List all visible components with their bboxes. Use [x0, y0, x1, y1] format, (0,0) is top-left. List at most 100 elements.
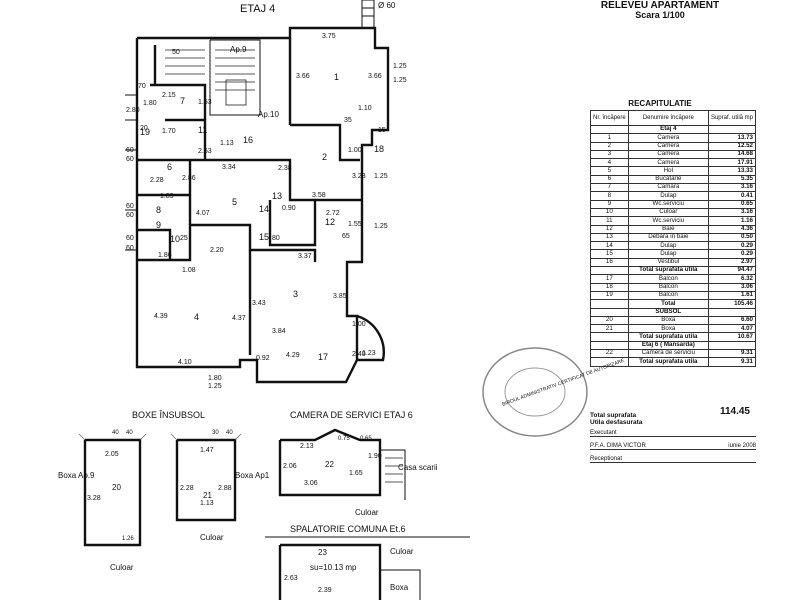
label: 18 [590, 282, 629, 292]
label: 1.13 [220, 140, 234, 147]
table-row: Etaj 6 ( Mansarda) [590, 340, 757, 351]
label: 10 [590, 207, 629, 218]
label: 60 [126, 156, 134, 163]
room-number: 9 [156, 220, 161, 230]
label: 5.35 [707, 174, 757, 185]
label: 0.92 [256, 355, 270, 362]
label: Bucatarie [627, 174, 709, 185]
label: 1.26 [122, 536, 134, 542]
room-number: 7 [180, 96, 185, 106]
label: 4.29 [286, 352, 300, 359]
label: 1.70 [162, 128, 176, 135]
ap9-label: Ap.9 [230, 45, 247, 54]
label: 19 [590, 290, 629, 301]
label: 4.39 [154, 313, 168, 320]
room-number: 5 [232, 197, 237, 207]
label: 22 [590, 348, 629, 359]
room-number: 12 [325, 217, 335, 227]
label: 3.75 [322, 33, 336, 40]
label: 2.15 [162, 92, 176, 99]
label: 1.00 [352, 321, 366, 328]
col-nr: Nr. încăpere [590, 110, 629, 126]
label: 2.39 [318, 587, 332, 594]
label: 0.90 [282, 205, 296, 212]
label: 1.86 [158, 252, 172, 259]
label: 21 [590, 324, 629, 334]
label: 4.10 [178, 359, 192, 366]
label: 23 [318, 548, 327, 557]
label: 2.40 [352, 351, 366, 358]
label: 2.63 [198, 148, 212, 155]
label: 105.46 [707, 299, 757, 309]
table-header-row: Nr. încăpere Denumire încăpere Supraf. u… [590, 110, 757, 126]
label: 21 [203, 491, 212, 500]
table-row: SUBSOL [590, 307, 757, 317]
label: 0.65 [707, 199, 757, 209]
label: Dulap [627, 191, 709, 201]
label: Wc.serviciu [627, 199, 709, 209]
label: 1.89 [160, 193, 174, 200]
label: 12.52 [707, 141, 757, 151]
label: 80 [272, 235, 280, 242]
label: iunie 2008 [728, 443, 756, 449]
room-number: 6 [167, 162, 172, 172]
floor-title: ETAJ 4 [240, 3, 275, 15]
label: Boxa [627, 315, 709, 326]
label: 10.67 [707, 332, 757, 342]
label: Boxa [627, 324, 709, 334]
label: 2.63 [284, 575, 298, 582]
recap-title: RECAPITULATIE [628, 99, 692, 108]
label: 5 [590, 166, 629, 176]
room-number: 8 [156, 205, 161, 215]
camera-title: CAMERA DE SERVICI ETAJ 6 [290, 410, 413, 420]
room-number: 3 [293, 289, 298, 299]
label: 2.20 [210, 247, 224, 254]
room-number: 16 [243, 135, 253, 145]
label: Culoar [200, 533, 224, 542]
label: 2.28 [150, 177, 164, 184]
col-area: Supraf. utilă mp [707, 110, 757, 126]
basement-boxes [78, 433, 242, 547]
label: Total [627, 299, 709, 309]
label: 1.25 [393, 77, 407, 84]
label: 17.91 [707, 158, 757, 168]
label: su=10.13 mp [310, 563, 357, 572]
label: 35 [344, 117, 352, 124]
label: 2.06 [283, 463, 297, 470]
document-scale: Scara 1/100 [635, 10, 685, 20]
label: 8 [590, 191, 629, 201]
label: 3.84 [272, 328, 286, 335]
label: 0.29 [707, 241, 757, 251]
label: 22 [325, 460, 334, 469]
label: Total suprafata utila [627, 266, 709, 276]
label: 3.43 [252, 300, 266, 307]
label: 40 [112, 430, 119, 436]
document-title: RELEVEU APARTAMENT [600, 0, 720, 11]
label: 3.66 [296, 73, 310, 80]
label: Camara [627, 183, 709, 193]
label: Camera [627, 133, 709, 143]
label: 0.41 [707, 191, 757, 201]
label: 0.50 [707, 232, 757, 243]
label: Culoar [110, 563, 134, 572]
label: Receptionat [590, 456, 623, 462]
label: 3.16 [707, 207, 757, 218]
label: Executant [590, 430, 617, 436]
label: 65 [342, 233, 350, 240]
label: 13 [590, 232, 629, 243]
room-number: 2 [322, 152, 327, 162]
label: Baie [627, 224, 709, 234]
spalatorie-title: SPALATORIE COMUNA Et.6 [290, 524, 406, 534]
label: 20 [590, 315, 629, 326]
label: 50 [172, 49, 180, 56]
